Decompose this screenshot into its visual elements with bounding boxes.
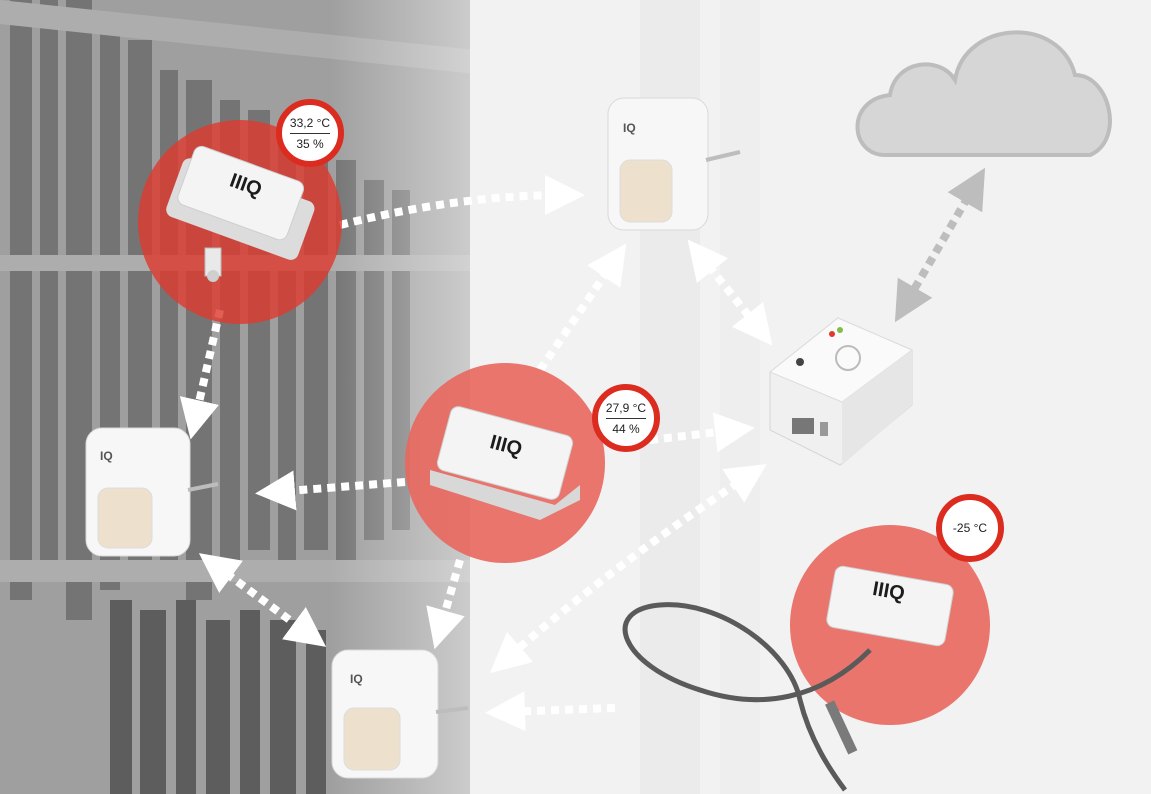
humidity-value: 44 % <box>612 419 639 436</box>
reading-badge-sensor-2: 27,9 °C 44 % <box>592 384 660 452</box>
svg-text:IQ: IQ <box>100 449 113 463</box>
svg-text:IQ: IQ <box>623 121 636 135</box>
svg-text:IQ: IQ <box>350 672 363 686</box>
reading-badge-sensor-1: 33,2 °C 35 % <box>276 99 344 167</box>
reading-badge-sensor-3: -25 °C <box>936 494 1004 562</box>
humidity-value: 35 % <box>296 134 323 151</box>
temperature-value: 27,9 °C <box>606 401 646 419</box>
temperature-value: 33,2 °C <box>290 116 330 134</box>
temperature-value: -25 °C <box>953 521 987 535</box>
